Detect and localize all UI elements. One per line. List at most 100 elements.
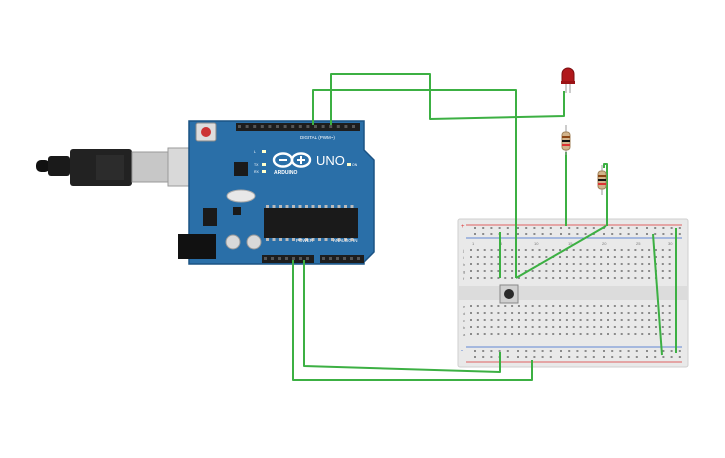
- breadboard-hole: [661, 270, 664, 272]
- breadboard-hole: [504, 319, 507, 321]
- wire-resistor2-to-board[interactable]: [603, 163, 608, 226]
- rail-hole: [560, 356, 562, 358]
- breadboard-hole: [572, 319, 575, 321]
- header-pin: [285, 257, 288, 260]
- breadboard-hole: [586, 256, 589, 258]
- chip-pin: [292, 238, 295, 241]
- rail-hole: [498, 227, 501, 229]
- breadboard-hole: [476, 333, 479, 335]
- breadboard-hole: [661, 326, 664, 328]
- rail-hole: [635, 233, 638, 235]
- analog-label: ANALOG IN: [333, 238, 358, 243]
- row-letters-top: j i h g f: [462, 248, 465, 281]
- breadboard-hole: [620, 326, 623, 328]
- power-jack[interactable]: [178, 234, 216, 259]
- breadboard-hole: [504, 263, 507, 265]
- rail-hole: [533, 350, 536, 352]
- breadboard-hole: [668, 326, 671, 328]
- rail-hole: [506, 227, 509, 229]
- wire-pin-to-led[interactable]: [330, 73, 565, 125]
- column-number: 15: [568, 241, 573, 246]
- breadboard-hole: [654, 326, 657, 328]
- rail-hole: [654, 350, 657, 352]
- rail-hole: [619, 227, 622, 229]
- wire-right-jumper-1[interactable]: [652, 233, 663, 356]
- breadboard-hole: [648, 263, 651, 265]
- breadboard-hole: [483, 312, 486, 314]
- breadboard-hole: [559, 319, 562, 321]
- header-pin: [264, 257, 267, 260]
- rail-hole: [635, 356, 638, 358]
- breadboard-hole: [613, 249, 616, 251]
- rail-hole: [592, 227, 595, 229]
- breadboard-hole: [552, 263, 555, 265]
- rail-hole: [635, 227, 638, 229]
- rail-hole: [627, 350, 630, 352]
- breadboard-hole: [641, 256, 644, 258]
- wire-pin-to-button[interactable]: [312, 89, 517, 278]
- breadboard-hole: [641, 333, 644, 335]
- wire-button-to-resistor[interactable]: [515, 225, 607, 279]
- chip-pin: [279, 205, 282, 208]
- row-letter: f: [463, 276, 465, 281]
- usb-cable-icon[interactable]: [36, 147, 203, 187]
- breadboard-hole: [545, 319, 548, 321]
- resistor-icon[interactable]: [561, 125, 571, 155]
- breadboard-hole: [627, 326, 630, 328]
- breadboard-hole: [470, 270, 472, 272]
- capacitor: [225, 234, 241, 250]
- breadboard-hole: [607, 305, 609, 307]
- breadboard-hole: [648, 326, 651, 328]
- chip-pin: [272, 238, 276, 241]
- breadboard-hole: [641, 319, 644, 321]
- breadboard-hole: [600, 326, 603, 328]
- led-icon[interactable]: [561, 67, 575, 93]
- breadboard-hole: [579, 326, 582, 328]
- wire-5v-to-rail[interactable]: [303, 260, 501, 373]
- breadboard-hole: [600, 305, 603, 307]
- header-pin: [321, 125, 325, 128]
- chip-pin: [266, 238, 269, 241]
- breadboard-hole: [586, 305, 589, 307]
- breadboard-hole: [497, 263, 500, 265]
- breadboard-hole: [641, 312, 644, 314]
- breadboard-hole: [490, 326, 493, 328]
- chip-pin: [350, 205, 354, 208]
- resistor-icon[interactable]: [597, 165, 607, 195]
- arduino-uno-board[interactable]: UNO ARDUINO DIGITAL (PWM~) L TX RX ON PO…: [178, 120, 375, 265]
- breadboard-hole: [668, 256, 671, 258]
- breadboard-hole: [538, 333, 541, 335]
- breadboard-hole: [538, 277, 541, 279]
- pushbutton-icon[interactable]: [499, 284, 519, 304]
- rail-hole: [646, 227, 648, 229]
- breadboard-hole: [661, 319, 664, 321]
- voltage-regulator: [203, 208, 217, 226]
- breadboard-hole: [572, 326, 575, 328]
- rail-hole: [541, 350, 544, 352]
- breadboard-hole: [600, 333, 603, 335]
- rail-hole: [474, 350, 476, 352]
- rail-hole: [611, 227, 614, 229]
- rail-hole: [541, 227, 544, 229]
- breadboard-hole: [490, 256, 493, 258]
- column-number: 30: [668, 241, 673, 246]
- row-letter: j: [462, 248, 464, 253]
- column-number: 25: [636, 241, 641, 246]
- reset-button-cap[interactable]: [201, 127, 211, 137]
- breadboard-hole: [483, 333, 486, 335]
- digital-header: [236, 123, 360, 131]
- header-pin: [253, 125, 257, 128]
- breadboard-hole: [654, 319, 657, 321]
- breadboard-hole: [559, 263, 562, 265]
- breadboard-hole: [593, 312, 596, 314]
- breadboard-hole: [470, 326, 472, 328]
- breadboard-hole: [634, 305, 637, 307]
- rail-hole: [592, 350, 595, 352]
- wire-gnd-to-rail[interactable]: [292, 260, 533, 381]
- chip-pin: [324, 238, 328, 241]
- breadboard-hole: [476, 326, 479, 328]
- breadboard-hole: [517, 305, 520, 307]
- breadboard-hole: [545, 249, 548, 251]
- rail-hole: [506, 350, 509, 352]
